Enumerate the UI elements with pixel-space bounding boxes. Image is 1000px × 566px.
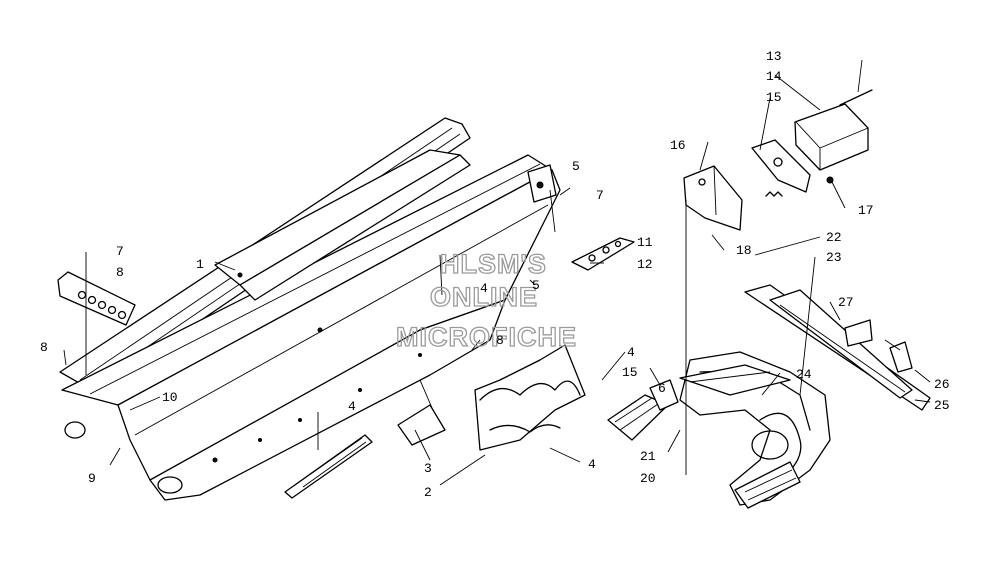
callout-24: 24 bbox=[796, 367, 812, 382]
rear-housing-assembly bbox=[607, 351, 831, 509]
callout-27: 27 bbox=[838, 295, 854, 310]
watermark-line-1: HLSM'S bbox=[440, 249, 547, 279]
callout-4c: 4 bbox=[588, 457, 596, 472]
callout-23: 23 bbox=[826, 250, 842, 265]
callout-4a: 4 bbox=[480, 281, 488, 296]
callout-20: 20 bbox=[640, 471, 656, 486]
watermark: HLSM'S ONLINE MICROFICHE bbox=[395, 248, 577, 352]
callout-5b: 5 bbox=[532, 278, 540, 293]
callout-9: 9 bbox=[88, 471, 96, 486]
bracket-part-3 bbox=[397, 379, 446, 446]
callout-12: 12 bbox=[637, 257, 653, 272]
callout-labels: 1 2 3 4 4 4 4 5 5 6 7 7 8 8 8 9 10 11 12… bbox=[40, 49, 950, 500]
callout-4d: 4 bbox=[627, 345, 635, 360]
callout-17: 17 bbox=[858, 203, 874, 218]
plate-part-11 bbox=[571, 237, 635, 271]
callout-7a: 7 bbox=[116, 244, 124, 259]
callout-21: 21 bbox=[640, 449, 656, 464]
callout-26: 26 bbox=[934, 377, 950, 392]
leader-lines bbox=[63, 59, 931, 486]
callout-16: 16 bbox=[670, 138, 686, 153]
callout-11: 11 bbox=[637, 235, 653, 250]
splash-guard-part-2 bbox=[474, 344, 586, 451]
callout-2: 2 bbox=[424, 485, 432, 500]
callout-22: 22 bbox=[826, 230, 842, 245]
bracket-part-5 bbox=[527, 164, 557, 203]
callout-10: 10 bbox=[162, 390, 178, 405]
callout-25: 25 bbox=[934, 398, 950, 413]
callout-13: 13 bbox=[766, 49, 782, 64]
watermark-line-3: MICROFICHE bbox=[396, 322, 577, 352]
callout-15b: 15 bbox=[622, 365, 638, 380]
callout-15a: 15 bbox=[766, 90, 782, 105]
fastener-strip-part-4 bbox=[284, 434, 373, 499]
callout-1: 1 bbox=[196, 257, 204, 272]
callout-8c: 8 bbox=[496, 333, 504, 348]
callout-4b: 4 bbox=[348, 399, 356, 414]
callout-8b: 8 bbox=[40, 340, 48, 355]
callout-7b: 7 bbox=[596, 188, 604, 203]
bumper-bar-part-8 bbox=[57, 271, 136, 326]
callout-18: 18 bbox=[736, 243, 752, 258]
watermark-line-2: ONLINE bbox=[430, 282, 538, 312]
callout-14: 14 bbox=[766, 69, 782, 84]
callout-3: 3 bbox=[424, 461, 432, 476]
seat-rail-part-25 bbox=[744, 284, 931, 411]
callout-5a: 5 bbox=[572, 159, 580, 174]
callout-6: 6 bbox=[658, 381, 666, 396]
callout-8a: 8 bbox=[116, 265, 124, 280]
tunnel-rail-part-1 bbox=[59, 117, 561, 501]
latch-assembly-parts-13-18 bbox=[683, 89, 873, 231]
